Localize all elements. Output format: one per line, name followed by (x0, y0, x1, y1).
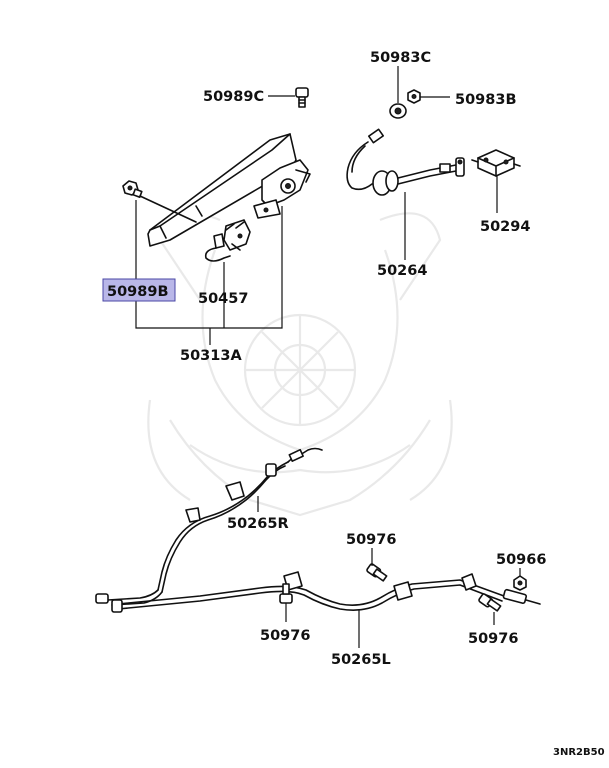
cable-50265L-icon (111, 571, 541, 613)
label-50976-right[interactable]: 50976 (468, 631, 518, 647)
diagram-code: 3NR2B50 (553, 747, 605, 758)
cable-50264-icon (346, 128, 465, 196)
lever-50313A-icon (139, 133, 311, 247)
watermark-emblem (147, 212, 453, 517)
label-50983B[interactable]: 50983B (455, 92, 517, 108)
label-50966[interactable]: 50966 (496, 552, 546, 568)
nut-50983B-icon (407, 89, 421, 104)
bolt-50976-center-icon (366, 563, 388, 582)
label-50265L[interactable]: 50265L (331, 652, 391, 668)
label-50989C[interactable]: 50989C (203, 89, 264, 105)
label-50313A[interactable]: 50313A (180, 348, 242, 364)
label-50265R[interactable]: 50265R (227, 516, 289, 532)
bracket-50313A (135, 200, 283, 345)
switch-50294-icon (471, 149, 521, 177)
bolt-50989C-icon (295, 87, 309, 108)
label-50264[interactable]: 50264 (377, 263, 427, 279)
label-50294[interactable]: 50294 (480, 219, 530, 235)
bolt-50989B-icon (122, 180, 143, 198)
label-50983C[interactable]: 50983C (370, 50, 431, 66)
bolt-50976-right-icon (478, 593, 502, 612)
label-50976-center[interactable]: 50976 (346, 532, 396, 548)
cable-50265R-icon (95, 447, 323, 606)
clip-50966-icon (513, 575, 527, 591)
label-50989B[interactable]: 50989B (107, 284, 169, 300)
highlight-box (102, 278, 176, 302)
label-50976-left[interactable]: 50976 (260, 628, 310, 644)
grommet-50983C-icon (389, 103, 407, 119)
label-50457[interactable]: 50457 (198, 291, 248, 307)
switch-50457-icon (204, 219, 251, 262)
